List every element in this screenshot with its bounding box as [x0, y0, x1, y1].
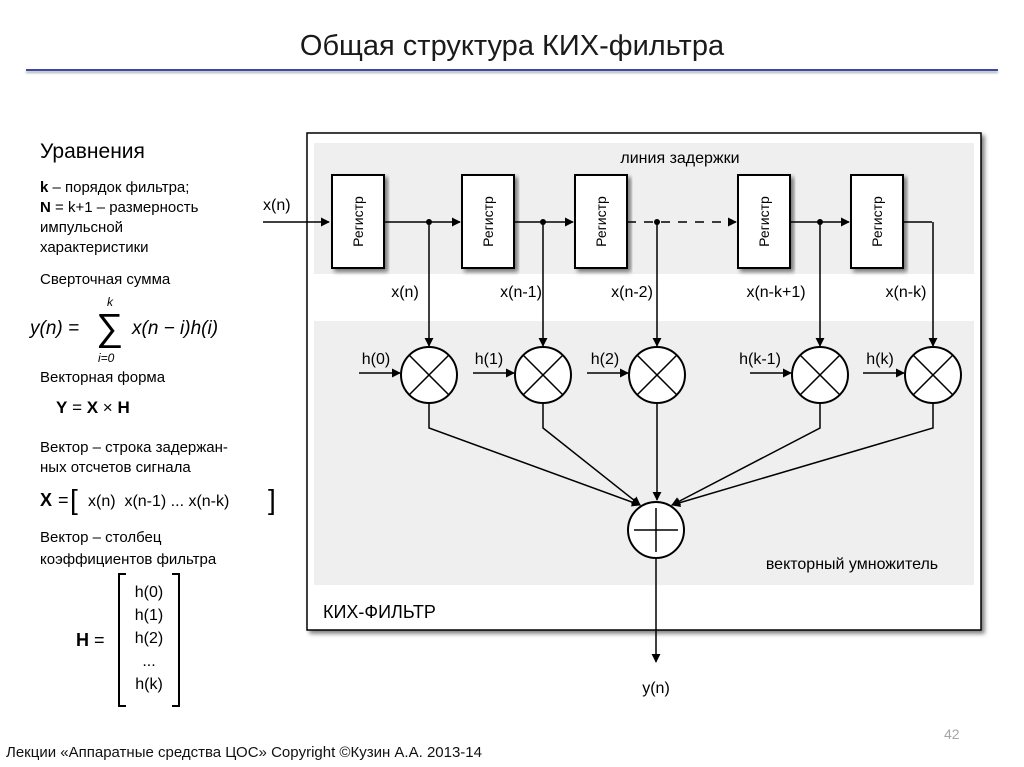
h-vector-entry: ... [142, 653, 155, 670]
n-description: = k+1 – размерность [50, 199, 199, 216]
register-label: Регистр [756, 196, 772, 247]
multiplier-cross [912, 354, 954, 396]
x-vector-symbol: X [40, 490, 52, 510]
multiplier-to-adder-line [671, 403, 934, 508]
formula-lhs: y(n) = [28, 318, 79, 339]
tap-branches: x(n) h(0) x(n-1) h(1) x(n-2) h(2) x(n-k+1) h(k-… [359, 219, 962, 508]
register-block: Регистр [850, 174, 904, 269]
register-label: Регистр [593, 196, 609, 247]
x-vector-contents: x(n) x(n-1) ... x(n-k) [88, 493, 229, 510]
order-definition: k – порядок фильтра; [40, 178, 189, 198]
delay-line-label: линия задержки [620, 150, 739, 167]
coefficient-label: h(2) [591, 351, 619, 368]
coefficient-label: h(1) [475, 351, 503, 368]
vector-form-label: Векторная форма [40, 369, 166, 386]
coefficient-label: h(k) [866, 351, 894, 368]
x-vector-close-bracket: ] [268, 484, 276, 515]
tap-branch: x(n) h(0) [359, 219, 641, 507]
h-vector-entries: h(0) h(1) h(2)... h(k) [135, 584, 163, 693]
column-vector-label-1: Вектор – столбец [40, 529, 162, 546]
tap-label: x(n-k) [886, 284, 927, 301]
register-block: Регистр [331, 174, 385, 269]
x-vector-open-bracket: [ [70, 484, 78, 515]
coefficient-label: h(k-1) [739, 351, 781, 368]
slide-title: Общая структура КИХ-фильтра [299, 30, 725, 62]
register-block: Регистр [461, 174, 515, 269]
h-vector-equals: = [94, 630, 105, 650]
row-vector-label-1: Вектор – строка задержан- [40, 439, 228, 456]
h-column-vector: H = h(0) h(1) h(2)... h(k) [76, 573, 180, 707]
sum-upper-limit: k [107, 295, 114, 309]
row-vector-label-2: ных отсчетов сигнала [40, 459, 191, 476]
vector-eq-y: Y [56, 398, 68, 417]
sum-symbol: ∑ [96, 307, 123, 349]
fir-filter-label: КИХ-ФИЛЬТР [323, 602, 436, 622]
multiplier-cross [522, 354, 564, 396]
tap-branch: x(n-k+1) h(k-1) [671, 219, 849, 506]
tap-label: x(n-k+1) [746, 284, 805, 301]
h-vector-entry: h(k) [135, 676, 163, 693]
h-vector-entry: h(0) [135, 584, 163, 601]
equations-heading: Уравнения [40, 140, 145, 163]
convolution-label: Сверточная сумма [40, 271, 171, 288]
multiplier-cross [408, 354, 450, 396]
input-label: x(n) [263, 197, 291, 214]
vector-multiplier-label: векторный умножитель [766, 556, 938, 573]
h-vector-entry: h(1) [135, 607, 163, 624]
tap-branch: x(n-2) h(2) [587, 219, 686, 501]
multiplier-cross [636, 354, 678, 396]
multiplier-to-adder-line [542, 403, 641, 506]
tap-label: x(n-2) [611, 284, 653, 301]
dimension-definition: N = k+1 – размерность [40, 198, 198, 218]
register-box [331, 174, 385, 269]
adder [627, 501, 685, 559]
tap-label: x(n-1) [500, 284, 542, 301]
h-vector-symbol: H [76, 630, 89, 650]
vector-eq-equals: = [67, 398, 87, 417]
h-vector-entry: h(2) [135, 630, 163, 647]
vector-equation: Y = X × H [56, 398, 130, 418]
register-label: Регистр [480, 196, 496, 247]
formula-rhs: x(n − i)h(i) [131, 318, 218, 339]
register-block: Регистр [574, 174, 628, 269]
dimension-definition-line3: характеристики [40, 239, 149, 256]
coefficient-label: h(0) [362, 351, 390, 368]
register-box [574, 174, 628, 269]
register-block: Регистр [737, 174, 791, 269]
multiplier-cross [799, 354, 841, 396]
register-label: Регистр [350, 196, 366, 247]
tap-branch: x(n-k) h(k) [671, 222, 962, 508]
multiplier-to-adder-line [428, 403, 641, 507]
column-vector-label-2: коэффициентов фильтра [40, 551, 217, 568]
x-vector-equals: = [58, 490, 69, 510]
h-vector-right-bracket [172, 573, 180, 707]
vector-eq-times: × [98, 398, 118, 417]
k-description: – порядок фильтра; [48, 179, 190, 196]
vector-eq-h: H [117, 398, 130, 417]
footer-copyright: Лекции «Аппаратные средства ЦОС» Copyrig… [6, 744, 482, 761]
output-label: y(n) [642, 680, 670, 697]
dimension-definition-line2: импульсной [40, 219, 124, 236]
register-chain: Регистр Регистр Регистр Регистр Регистр [331, 174, 904, 269]
sum-lower-limit: i=0 [98, 351, 115, 365]
x-row-vector: X = [ x(n) x(n-1) ... x(n-k) ] [40, 484, 276, 515]
multiplier-to-adder-line [671, 403, 821, 506]
h-vector-left-bracket [118, 573, 126, 707]
title-divider [26, 69, 998, 71]
register-box [737, 174, 791, 269]
page-number: 42 [944, 726, 960, 742]
convolution-formula: y(n) = ∑ k i=0 x(n − i)h(i) [28, 295, 218, 365]
tap-branch: x(n-1) h(1) [473, 219, 641, 506]
register-label: Регистр [869, 196, 885, 247]
k-symbol: k [40, 179, 49, 196]
n-symbol: N [40, 199, 51, 216]
tap-label: x(n) [391, 284, 419, 301]
vector-eq-x: X [86, 398, 99, 417]
register-box [850, 174, 904, 269]
